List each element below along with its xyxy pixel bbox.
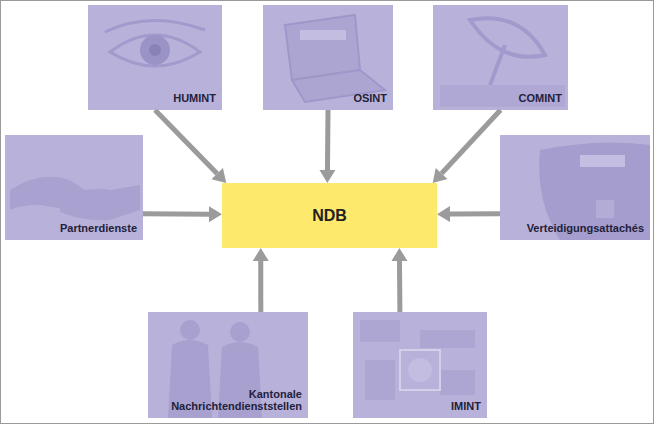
- arrow-shaft: [397, 261, 402, 312]
- arrow-head: [437, 206, 450, 222]
- imint-tile: IMINT: [353, 312, 487, 418]
- arrow-shaft: [155, 110, 217, 174]
- flow-arrow: [437, 206, 500, 222]
- arrow-shaft: [450, 211, 500, 216]
- arrow-head: [209, 206, 222, 222]
- partner-tile: Partnerdienste: [5, 135, 143, 240]
- source-label: Kantonale Nachrichtendienststellen: [154, 388, 302, 413]
- osint-tile: OSINT: [263, 5, 393, 110]
- flow-arrow: [253, 248, 269, 312]
- canton-tile: Kantonale Nachrichtendienststellen: [148, 312, 308, 418]
- source-label: Verteidigungsattachés: [506, 222, 644, 235]
- comint-tile: COMINT: [433, 5, 568, 110]
- flow-arrow: [433, 110, 501, 183]
- arrow-shaft: [442, 110, 501, 173]
- source-label: IMINT: [359, 400, 481, 413]
- source-label: HUMINT: [94, 92, 216, 105]
- flow-arrow: [143, 206, 222, 222]
- arrow-shaft: [143, 211, 209, 216]
- arrow-head: [433, 168, 448, 183]
- arrow-shaft: [325, 110, 331, 170]
- source-label: Partnerdienste: [11, 222, 137, 235]
- arrow-shaft: [258, 261, 263, 312]
- source-label: COMINT: [439, 92, 562, 105]
- flow-arrow: [391, 248, 407, 312]
- attache-tile: Verteidigungsattachés: [500, 135, 650, 240]
- center-label: NDB: [312, 207, 347, 225]
- arrow-head: [391, 248, 407, 261]
- flow-arrow: [155, 110, 226, 183]
- arrow-head: [211, 168, 226, 183]
- center-box: NDB: [222, 183, 437, 248]
- source-label: OSINT: [269, 92, 387, 105]
- humint-tile: HUMINT: [88, 5, 222, 110]
- flow-arrow: [319, 110, 335, 183]
- arrow-head: [253, 248, 269, 261]
- arrow-head: [319, 170, 335, 183]
